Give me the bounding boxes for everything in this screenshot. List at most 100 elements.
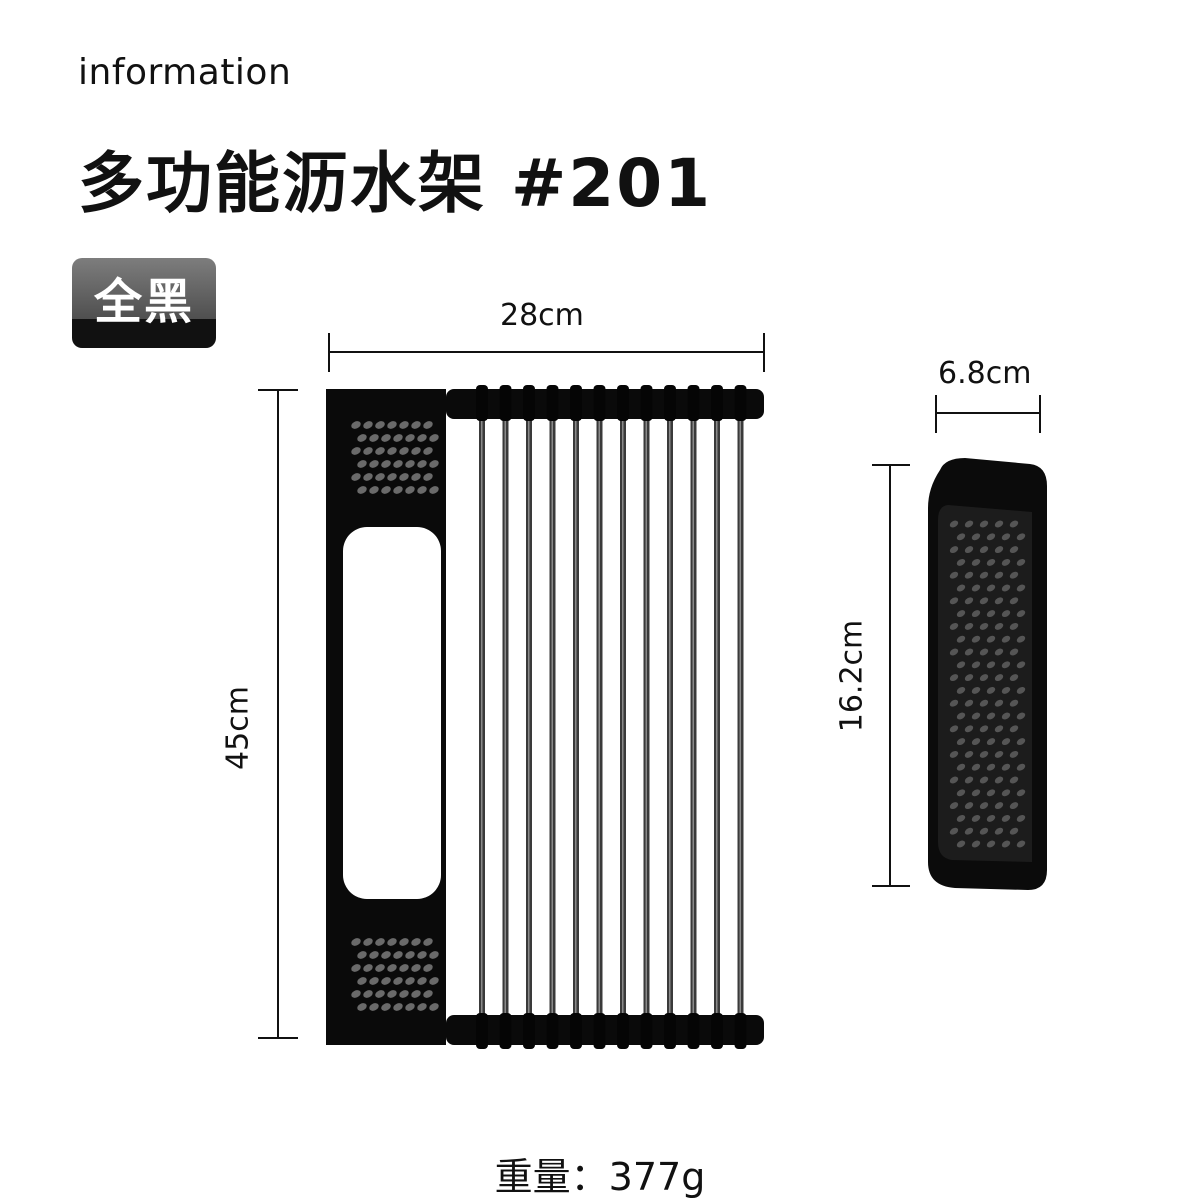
perforation-hole <box>971 584 981 592</box>
perforation-hole <box>979 776 989 784</box>
perforation-hole <box>956 533 966 541</box>
perforation-hole <box>949 520 959 528</box>
perforation-hole <box>1009 546 1019 554</box>
perforation-hole <box>357 434 367 442</box>
rack-rod-cap <box>523 385 535 421</box>
perforation-hole <box>393 977 403 985</box>
perforation-hole <box>1016 814 1026 822</box>
perforation-hole <box>363 964 373 972</box>
perforation-hole <box>417 977 427 985</box>
perforation-hole <box>971 763 981 771</box>
perforation-hole <box>986 763 996 771</box>
perforation-hole <box>417 951 427 959</box>
perforation-hole <box>417 1003 427 1011</box>
perforation-hole <box>994 699 1004 707</box>
perforation-hole <box>964 571 974 579</box>
perforation-hole <box>375 447 385 455</box>
rack-rod-cap <box>499 1013 512 1049</box>
perforation-hole <box>405 1003 415 1011</box>
perforation-hole <box>405 486 415 494</box>
perforation-hole <box>986 635 996 643</box>
perforation-hole <box>375 938 385 946</box>
perforation-hole <box>351 473 361 481</box>
perforation-hole <box>964 750 974 758</box>
perforation-hole <box>363 473 373 481</box>
perforation-hole <box>411 421 421 429</box>
perforation-hole <box>1009 674 1019 682</box>
perforation-hole <box>369 1003 379 1011</box>
perforation-hole <box>949 776 959 784</box>
rack-rod-highlight <box>504 419 506 1015</box>
perforation-hole <box>1016 635 1026 643</box>
perforation-hole <box>1009 725 1019 733</box>
rack-rod-highlight <box>692 419 694 1015</box>
rack-rod-cap <box>640 1013 653 1049</box>
perforation-hole <box>405 460 415 468</box>
perforation-hole <box>1001 712 1011 720</box>
perforation-hole <box>964 622 974 630</box>
rack-rod-cap <box>546 1013 559 1049</box>
perforation-hole <box>986 738 996 746</box>
rack-width-label: 28cm <box>500 298 584 333</box>
perforation-hole <box>971 840 981 848</box>
perforation-hole <box>971 610 981 618</box>
perforation-hole <box>1009 827 1019 835</box>
perforation-hole <box>411 964 421 972</box>
rack-rod-cap <box>593 1013 606 1049</box>
perforation-hole <box>964 802 974 810</box>
perforation-hole <box>429 460 439 468</box>
perforation-hole <box>405 951 415 959</box>
perforation-hole <box>994 648 1004 656</box>
perforation-hole <box>357 486 367 494</box>
rack-rod-highlight <box>598 419 600 1015</box>
perforation-hole <box>979 648 989 656</box>
perforation-hole <box>956 814 966 822</box>
perforation-hole <box>1009 648 1019 656</box>
perforation-hole <box>1016 712 1026 720</box>
perforation-hole <box>405 977 415 985</box>
perforation-hole <box>351 938 361 946</box>
perforation-hole <box>979 571 989 579</box>
perforation-hole <box>949 597 959 605</box>
perforation-hole <box>956 558 966 566</box>
perforation-hole <box>971 686 981 694</box>
perforation-hole <box>363 421 373 429</box>
rack-rod-cap <box>476 385 488 421</box>
perforation-hole <box>986 558 996 566</box>
perforation-hole <box>1016 789 1026 797</box>
perforation-hole <box>369 977 379 985</box>
perforation-hole <box>949 750 959 758</box>
perforation-hole <box>986 686 996 694</box>
perforation-hole <box>1009 622 1019 630</box>
perforation-hole <box>979 622 989 630</box>
perforation-hole <box>411 447 421 455</box>
perforation-hole <box>956 635 966 643</box>
perforation-hole <box>417 460 427 468</box>
perforation-hole <box>986 814 996 822</box>
perforation-hole <box>1009 571 1019 579</box>
box-inner <box>938 505 1032 862</box>
perforation-hole <box>429 1003 439 1011</box>
perforation-hole <box>994 597 1004 605</box>
perforation-hole <box>429 977 439 985</box>
perforation-hole <box>1001 738 1011 746</box>
perforation-hole <box>949 827 959 835</box>
rack-rod-highlight <box>575 419 577 1015</box>
perforation-hole <box>1016 533 1026 541</box>
perforation-hole <box>423 990 433 998</box>
perforation-hole <box>1009 699 1019 707</box>
rack-rod-highlight <box>622 419 624 1015</box>
perforation-hole <box>393 486 403 494</box>
perforation-hole <box>949 699 959 707</box>
rack-rod-cap <box>570 1013 582 1049</box>
rack-rod-cap <box>687 385 700 421</box>
perforation-hole <box>994 725 1004 733</box>
perforation-hole <box>971 635 981 643</box>
perforation-hole <box>1016 584 1026 592</box>
perforation-hole <box>399 447 409 455</box>
perforation-hole <box>994 546 1004 554</box>
perforation-hole <box>1016 686 1026 694</box>
rack-rod-cap <box>593 385 606 421</box>
perforation-hole <box>411 473 421 481</box>
perforation-hole <box>351 990 361 998</box>
